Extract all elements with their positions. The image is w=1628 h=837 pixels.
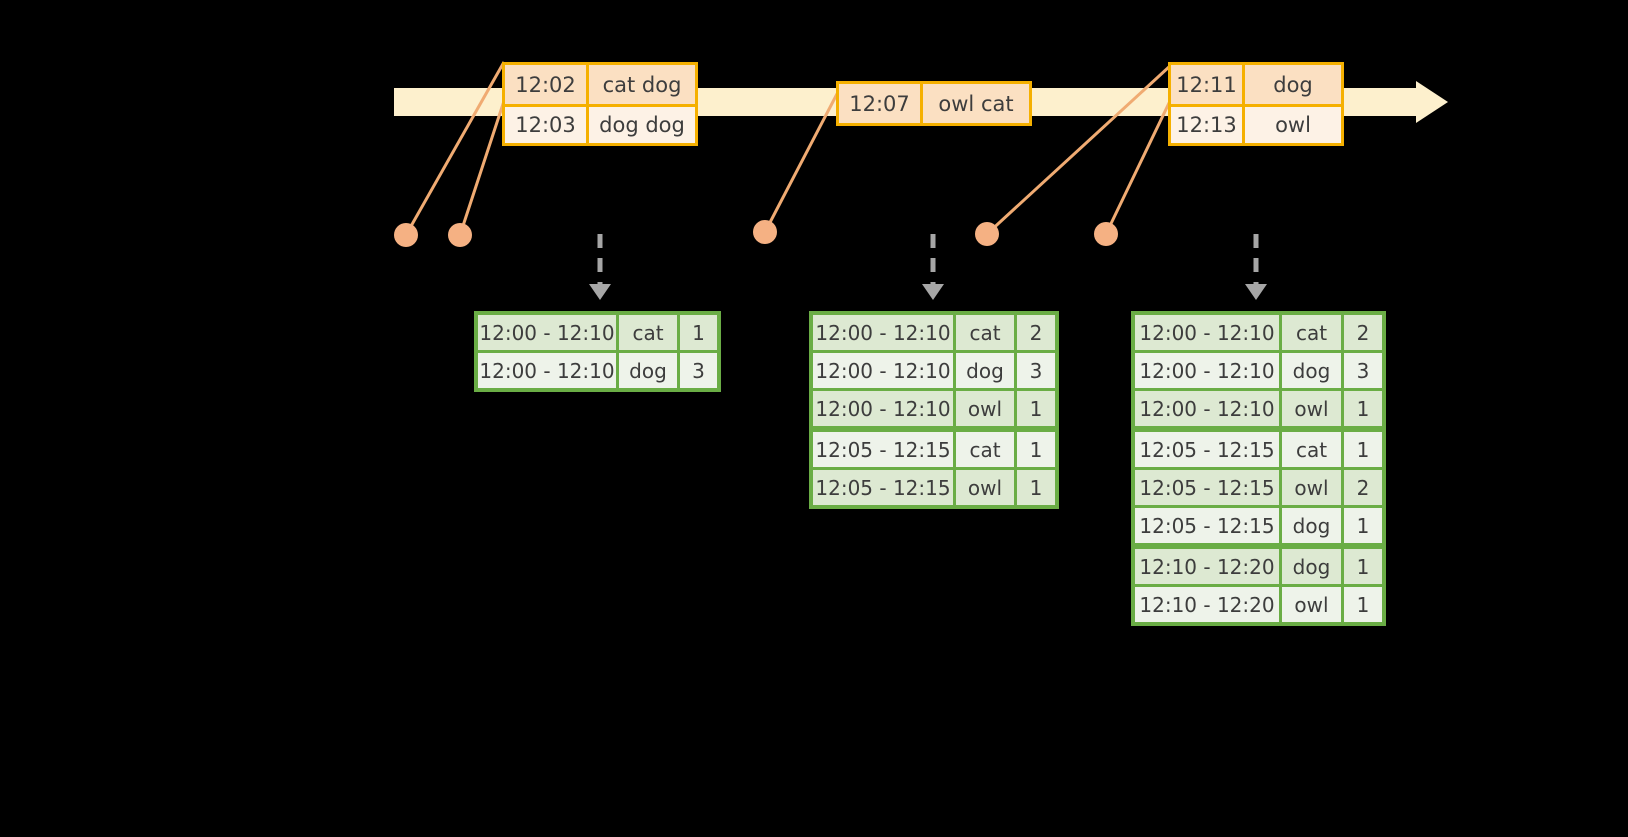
connector-line — [458, 100, 506, 236]
event-row: 12:02 cat dog — [505, 65, 695, 104]
result-cell-window: 12:10 - 12:20 — [1135, 587, 1279, 622]
result-cell-window: 12:05 - 12:15 — [813, 470, 953, 505]
result-cell-key: owl — [1282, 587, 1341, 622]
result-cell-count: 1 — [680, 315, 717, 350]
result-cell-count: 1 — [1344, 508, 1382, 543]
result-cell-key: cat — [619, 315, 677, 350]
result-cell-count: 1 — [1344, 432, 1382, 467]
result-cell-window: 12:05 - 12:15 — [1135, 508, 1279, 543]
event-box-group-b[interactable]: 12:07 owl cat — [836, 81, 1032, 126]
result-cell-count: 3 — [680, 353, 717, 388]
result-cell-count: 2 — [1017, 315, 1055, 350]
result-cell-window: 12:10 - 12:20 — [1135, 549, 1279, 584]
event-dot — [394, 223, 418, 247]
event-dot — [753, 220, 777, 244]
dashed-arrow-group — [589, 234, 1267, 300]
event-time: 12:13 — [1171, 107, 1245, 143]
result-cell-key: owl — [1282, 470, 1341, 505]
result-cell-window: 12:00 - 12:10 — [813, 353, 953, 388]
result-cell-key: owl — [956, 470, 1014, 505]
event-row: 12:07 owl cat — [839, 84, 1029, 123]
event-dot — [1094, 222, 1118, 246]
result-cell-window: 12:00 - 12:10 — [478, 353, 616, 388]
dashed-arrow-head-icon — [589, 284, 611, 300]
result-cell-window: 12:00 - 12:10 — [1135, 391, 1279, 426]
result-cell-count: 3 — [1017, 353, 1055, 388]
event-box-group-c[interactable]: 12:11 dog 12:13 owl — [1168, 62, 1344, 146]
event-payload: owl — [1275, 113, 1311, 137]
result-cell-window: 12:05 - 12:15 — [813, 432, 953, 467]
result-cell-window: 12:00 - 12:10 — [813, 391, 953, 426]
result-cell-key: cat — [956, 315, 1014, 350]
dashed-arrow-head-icon — [922, 284, 944, 300]
result-cell-window: 12:00 - 12:10 — [1135, 353, 1279, 388]
event-time: 12:03 — [505, 107, 589, 143]
event-row: 12:03 dog dog — [505, 104, 695, 143]
result-cell-count: 3 — [1344, 353, 1382, 388]
result-cell-key: dog — [619, 353, 677, 388]
result-cell-window: 12:00 - 12:10 — [813, 315, 953, 350]
event-payload: owl cat — [938, 91, 1014, 116]
event-payload: dog dog — [599, 113, 685, 137]
result-cell-key: dog — [1282, 508, 1341, 543]
result-cell-key: cat — [956, 432, 1014, 467]
result-cell-count: 1 — [1017, 391, 1055, 426]
result-cell-window: 12:05 - 12:15 — [1135, 470, 1279, 505]
connector-line — [1104, 100, 1172, 235]
result-cell-count: 1 — [1017, 432, 1055, 467]
result-cell-count: 2 — [1344, 470, 1382, 505]
event-payload: cat dog — [602, 72, 682, 97]
event-time: 12:02 — [505, 65, 589, 104]
result-cell-window: 12:00 - 12:10 — [478, 315, 616, 350]
result-cell-count: 1 — [1344, 587, 1382, 622]
event-dot — [975, 222, 999, 246]
result-cell-count: 2 — [1344, 315, 1382, 350]
result-cell-window: 12:00 - 12:10 — [1135, 315, 1279, 350]
event-dot — [448, 223, 472, 247]
event-payload: dog — [1273, 72, 1313, 97]
result-cell-count: 1 — [1344, 391, 1382, 426]
event-row: 12:13 owl — [1171, 104, 1341, 143]
result-cell-key: cat — [1282, 432, 1341, 467]
event-time: 12:11 — [1171, 65, 1245, 104]
result-cell-count: 1 — [1017, 470, 1055, 505]
result-cell-key: dog — [956, 353, 1014, 388]
dashed-arrow-head-icon — [1245, 284, 1267, 300]
connector-dots — [394, 220, 1118, 247]
result-cell-window: 12:05 - 12:15 — [1135, 432, 1279, 467]
result-cell-key: cat — [1282, 315, 1341, 350]
result-cell-key: dog — [1282, 353, 1341, 388]
timeline-arrowhead-icon — [1416, 81, 1448, 123]
result-cell-key: owl — [1282, 391, 1341, 426]
event-box-group-a[interactable]: 12:02 cat dog 12:03 dog dog — [502, 62, 698, 146]
result-cell-key: owl — [956, 391, 1014, 426]
result-cell-key: dog — [1282, 549, 1341, 584]
event-time: 12:07 — [839, 84, 923, 123]
result-cell-count: 1 — [1344, 549, 1382, 584]
event-row: 12:11 dog — [1171, 65, 1341, 104]
